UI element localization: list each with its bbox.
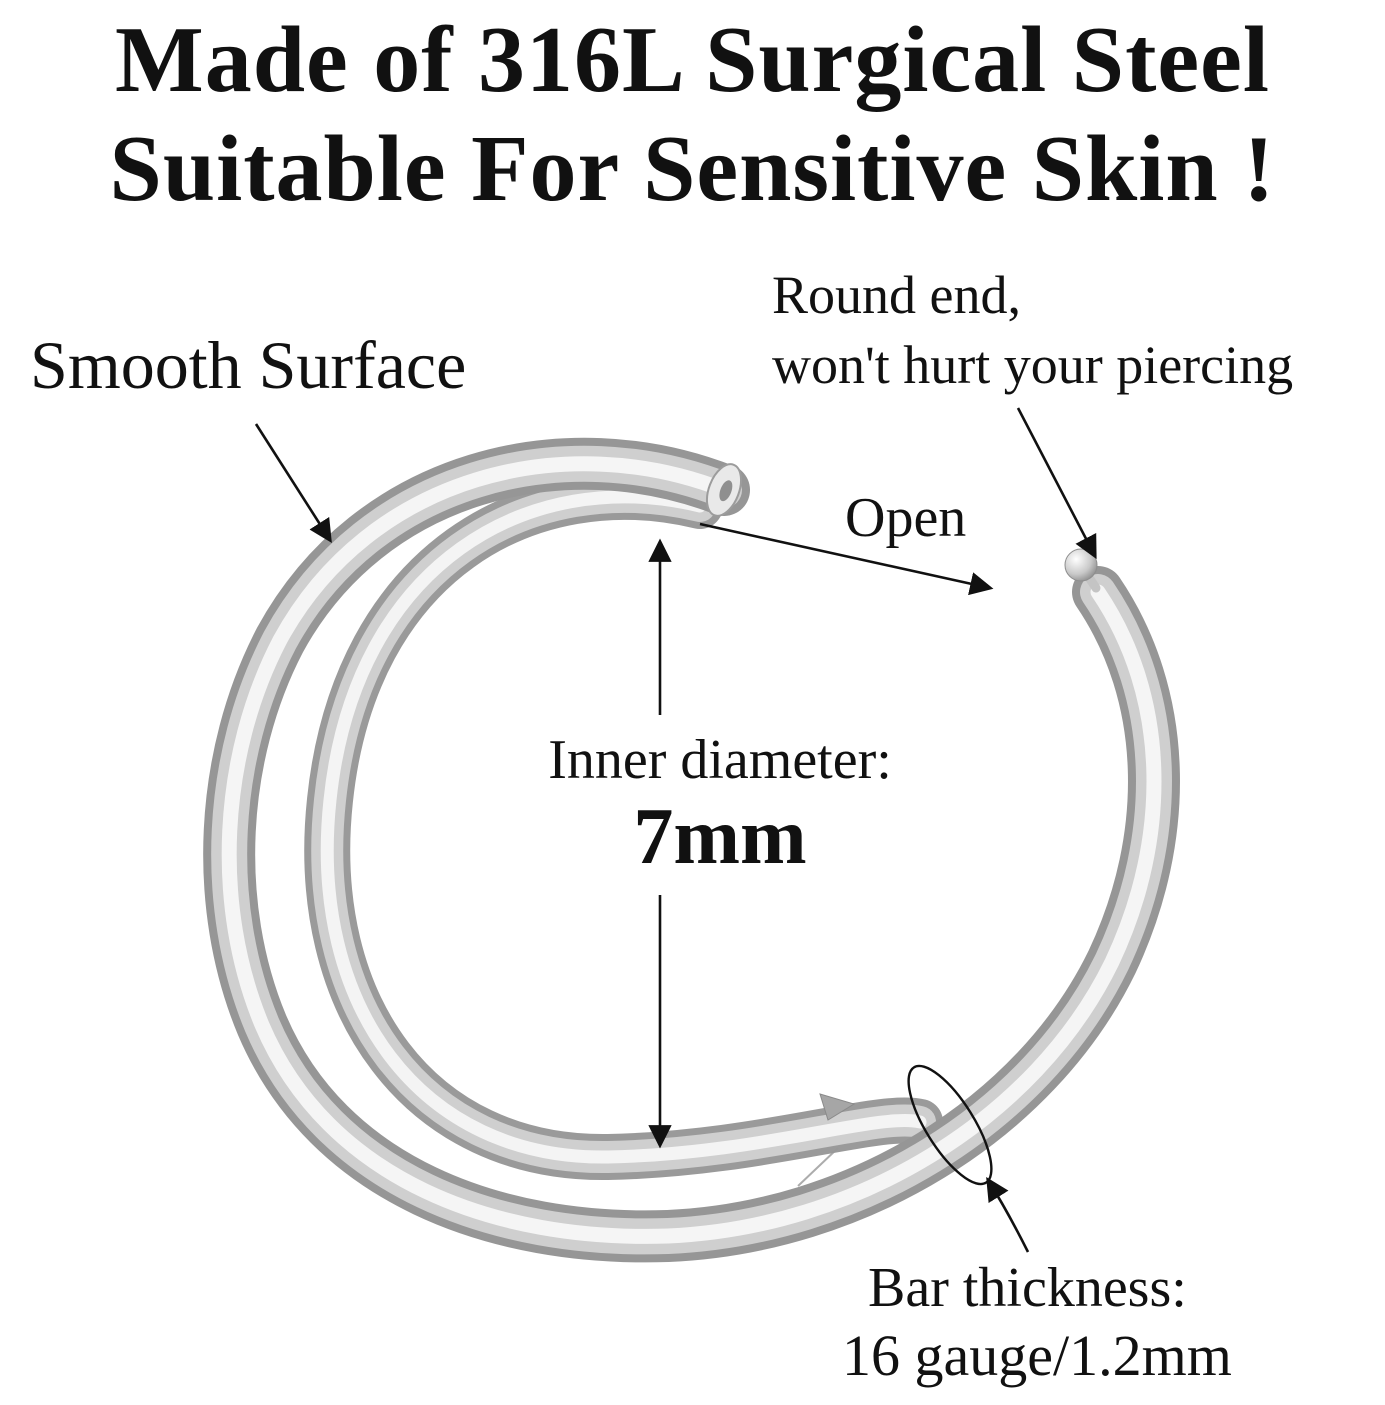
open-arrow xyxy=(699,522,994,596)
segment-seam xyxy=(797,1147,839,1187)
bar-thickness-arrow xyxy=(986,1177,1030,1253)
inner-diameter-label: Inner diameter: xyxy=(548,729,892,791)
flat-open-end xyxy=(705,463,743,517)
smooth-surface-label: Smooth Surface xyxy=(30,327,467,403)
headline: Made of 316L Surgical Steel Suitable For… xyxy=(0,6,1385,224)
bar-thickness-label: Bar thickness: xyxy=(868,1257,1187,1319)
hinge-notch xyxy=(819,1093,856,1121)
round-end-label-line-1: Round end, xyxy=(772,265,1021,325)
headline-line-2: Suitable For Sensitive Skin ! xyxy=(109,117,1276,222)
bar-thickness-loop xyxy=(907,1064,993,1186)
round-end-label: Round end, won't hurt your piercing xyxy=(772,260,1293,400)
inner-hoop xyxy=(304,473,943,1181)
round-end-label-line-2: won't hurt your piercing xyxy=(772,335,1294,396)
round-end-arrow xyxy=(1016,407,1097,560)
open-label: Open xyxy=(845,487,967,549)
headline-line-1: Made of 316L Surgical Steel xyxy=(115,8,1270,112)
inner-diameter-value: 7mm xyxy=(633,793,807,881)
bar-thickness-value: 16 gauge/1.2mm xyxy=(842,1323,1232,1388)
outer-hoop xyxy=(203,437,1180,1263)
smooth-surface-arrow xyxy=(254,423,332,543)
